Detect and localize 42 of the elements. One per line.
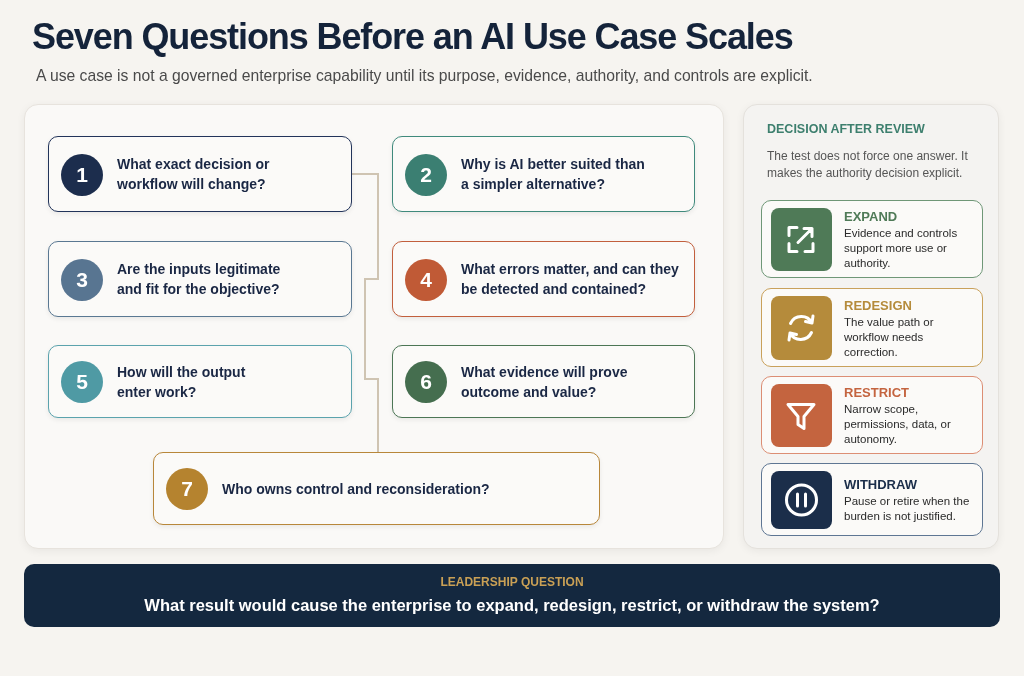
number-badge: 2 <box>405 154 447 196</box>
question-card <box>48 136 352 212</box>
question-card <box>392 136 695 212</box>
option-card <box>761 200 983 278</box>
option-description: Evidence and controls support more use or authority. <box>844 225 959 271</box>
option-card <box>761 463 983 536</box>
question-text: Are the inputs legitimate and fit for the objective? <box>117 260 282 299</box>
number-badge: 4 <box>405 259 447 301</box>
number-badge: 6 <box>405 361 447 403</box>
option-card <box>761 288 983 367</box>
question-text: How will the output enter work? <box>117 362 247 402</box>
option-title: EXPAND <box>844 207 899 225</box>
option-description: The value path or workflow needs correction. <box>844 314 935 359</box>
question-text: Who owns control and reconsideration? <box>222 479 491 499</box>
question-card <box>392 241 695 317</box>
question-banner <box>24 564 1000 627</box>
number-badge: 1 <box>61 154 103 196</box>
connector-line <box>351 173 379 453</box>
option-card <box>761 376 983 454</box>
number-badge: 3 <box>61 259 103 301</box>
subtitle: A use case is not a governed enterprise capability until its purpose, evidence, authority, and controls are explicit. <box>36 67 813 85</box>
option-title: RESTRICT <box>844 383 910 401</box>
option-title: WITHDRAW <box>844 475 918 493</box>
banner-heading: LEADERSHIP QUESTION <box>439 575 585 589</box>
question-text: What evidence will prove outcome and value? <box>461 362 629 402</box>
option-description: Pause or retire when the burden is not justified. <box>844 493 971 524</box>
panel-description: The test does not force one answer. It makes the authority decision explicit. <box>767 148 969 182</box>
banner-question: What result would cause the enterprise to expand, redesign, restrict, or withdraw the system? <box>143 596 881 615</box>
option-title: REDESIGN <box>844 296 913 313</box>
question-card <box>392 345 695 418</box>
question-text: Why is AI better suited than a simpler alternative? <box>461 155 646 194</box>
question-card <box>153 452 600 525</box>
question-card <box>48 345 352 418</box>
decision-panel <box>743 104 999 549</box>
number-badge: 7 <box>166 468 208 510</box>
question-text: What errors matter, and can they be detected and contained? <box>461 260 680 299</box>
question-text: What exact decision or workflow will change? <box>117 155 271 194</box>
option-description: Narrow scope, permissions, data, or autonomy. <box>844 401 952 447</box>
title: Seven Questions Before an AI Use Case Scales <box>32 16 793 58</box>
panel-heading: DECISION AFTER REVIEW <box>767 122 925 136</box>
number-badge: 5 <box>61 361 103 403</box>
question-card <box>48 241 352 317</box>
